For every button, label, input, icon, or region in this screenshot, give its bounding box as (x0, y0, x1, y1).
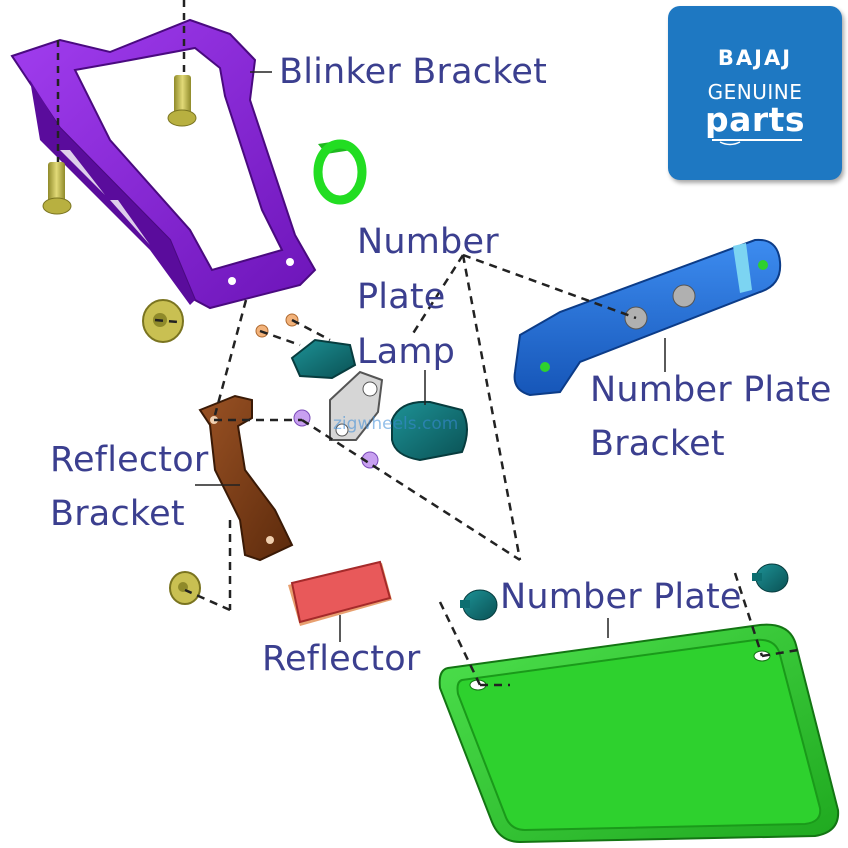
logo-swoosh-icon (712, 139, 802, 146)
reflector-part (288, 560, 392, 626)
svg-text:zigwheels.com: zigwheels.com (333, 414, 458, 434)
label-number-plate-lamp-line2: Plate (357, 277, 446, 317)
label-reflector-bracket-line2: Bracket (50, 494, 185, 534)
grommet (142, 299, 184, 343)
watermark: zigwheels.com (333, 414, 458, 434)
grommet (169, 571, 201, 605)
lamp-holder-part (329, 370, 384, 441)
number-plate-part (438, 623, 840, 844)
label-number-plate-lamp-line3: Lamp (357, 332, 456, 372)
lamp-cover-part (290, 338, 357, 380)
logo-genuine-text: GENUINE (707, 80, 803, 104)
label-blinker-bracket: Blinker Bracket (279, 52, 548, 92)
bracket-bolt (42, 162, 72, 215)
label-number-plate-lamp-line1: Number (357, 222, 499, 262)
clip-part (313, 139, 367, 205)
label-number-plate: Number Plate (500, 577, 742, 617)
label-number-plate-bracket-line1: Number Plate (590, 370, 832, 410)
lamp-screw (255, 313, 299, 338)
label-number-plate-bracket-line2: Bracket (590, 424, 725, 464)
bracket-bolt (167, 75, 197, 127)
label-reflector-bracket-line1: Reflector (50, 440, 209, 480)
bajaj-genuine-parts-logo: BAJAJ GENUINE parts (668, 6, 842, 180)
logo-brand-text: BAJAJ (717, 46, 793, 70)
blinker-bracket-part (10, 18, 317, 310)
number-plate-bracket-part (513, 238, 782, 397)
lamp-lens-part (391, 400, 468, 462)
assembly-guide-lines (154, 253, 799, 687)
logo-parts-text: parts (704, 100, 806, 139)
label-reflector: Reflector (262, 639, 421, 679)
plate-bolt (752, 563, 789, 593)
reflector-bracket-part (198, 394, 294, 562)
label-leader-lines (195, 71, 666, 642)
plate-bolt (460, 589, 498, 621)
